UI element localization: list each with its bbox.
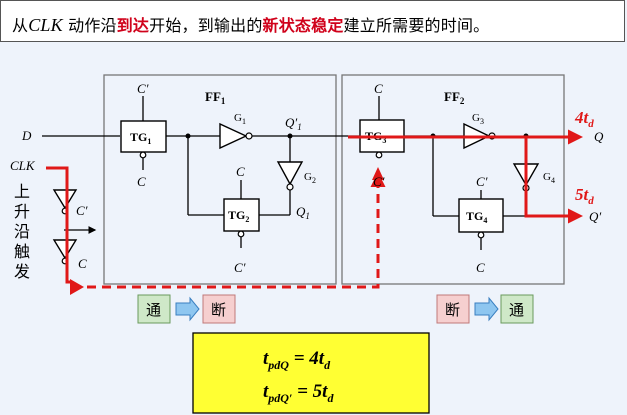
svg-text:C′: C′ (76, 203, 88, 218)
ff2-state-indicator: 断 通 (436, 294, 534, 324)
svg-text:通: 通 (146, 301, 161, 319)
clk-inverter-2 (52, 239, 78, 265)
delay-q-label: 4td (574, 108, 594, 130)
g3-inverter: G3 (463, 112, 496, 150)
svg-text:C: C (78, 256, 87, 271)
ff1-label: FF1 (205, 89, 226, 106)
delay-qprime-label: 5td (575, 185, 594, 207)
d-label: D (21, 128, 32, 143)
tg2-gate: TG2 (223, 198, 260, 238)
clk-label: CLK (10, 158, 36, 173)
svg-text:通: 通 (509, 301, 524, 319)
svg-text:G1: G1 (234, 112, 246, 126)
tg4-gate: TG4 (458, 198, 504, 239)
q1-label: Q1 (296, 204, 310, 221)
svg-text:升: 升 (14, 202, 30, 221)
svg-text:TG1: TG1 (130, 130, 151, 146)
svg-text:TG2: TG2 (228, 208, 249, 224)
g1-inverter: G1 (219, 112, 253, 150)
svg-text:上: 上 (14, 182, 30, 201)
circuit-labels: D CLK C′ C C C′ C C′ C′ C C′ C FF1 FF2 Q… (10, 81, 604, 275)
clk-arrow-head (70, 279, 84, 295)
svg-text:C′: C′ (234, 260, 246, 275)
svg-text:断: 断 (211, 301, 226, 319)
rising-edge-label: 上 升 沿 触 发 (14, 182, 30, 281)
svg-text:C: C (137, 174, 146, 189)
wiring (42, 96, 527, 250)
title-text: 从CLK 动作沿到达开始，到输出的新状态稳定建立所需要的时间。 (12, 15, 490, 35)
qprime-output-label: Q′ (589, 209, 601, 224)
svg-text:TG4: TG4 (466, 209, 487, 225)
svg-text:G2: G2 (304, 171, 316, 185)
tg1-gate: TG1 (120, 120, 167, 159)
g4-inverter: G4 (512, 163, 555, 192)
g2-inverter: G2 (276, 161, 316, 191)
formula-box: tpdQ = 4td tpdQ′ = 5td (192, 332, 430, 414)
svg-text:C: C (236, 164, 245, 179)
title-banner: 从CLK 动作沿到达开始，到输出的新状态稳定建立所需要的时间。 (0, 0, 625, 42)
svg-text:C: C (374, 81, 383, 96)
ff1-frame (103, 74, 337, 285)
svg-text:G3: G3 (472, 112, 484, 126)
propagation-path (46, 129, 583, 289)
svg-text:沿: 沿 (14, 222, 30, 241)
tpdqprime-formula: tpdQ′ = 5td (263, 381, 334, 405)
svg-text:触: 触 (14, 242, 30, 261)
svg-text:G4: G4 (543, 171, 555, 185)
clk-inverter-1 (52, 189, 78, 215)
ff2-frame (341, 74, 565, 285)
q1prime-label: Q′1 (285, 115, 302, 132)
q-output-label: Q (594, 129, 604, 144)
svg-text:C′: C′ (137, 81, 149, 96)
ff2-label: FF2 (444, 89, 465, 106)
svg-text:断: 断 (445, 301, 460, 319)
svg-text:C′: C′ (476, 174, 488, 189)
tg3-gate: TG3 (359, 119, 405, 159)
dashed-arrow-head (372, 167, 384, 180)
tpdq-formula: tpdQ = 4td (263, 348, 331, 372)
svg-text:C′: C′ (373, 174, 385, 189)
svg-text:发: 发 (14, 262, 30, 281)
ff1-state-indicator: 通 断 (137, 294, 236, 324)
svg-text:C: C (476, 260, 485, 275)
